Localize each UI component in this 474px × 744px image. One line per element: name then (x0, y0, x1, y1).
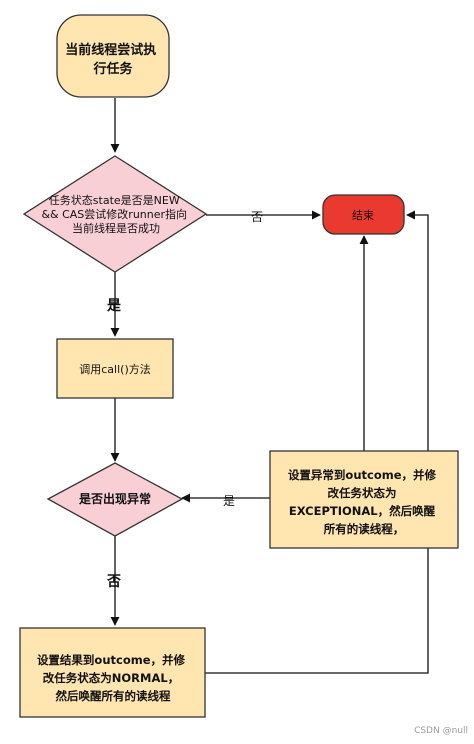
label-exception-no: 否 (106, 574, 121, 590)
label-exception-yes: 是 (223, 494, 235, 508)
start-node (56, 14, 170, 98)
label-state-no: 否 (251, 210, 263, 224)
end-node-text: 结束 (352, 209, 374, 222)
set-result-text: 设置结果到outcome，并修 改任务状态为NORMAL， 然后唤醒所有的读线程 (37, 653, 189, 703)
watermark: CSDN @null (414, 726, 468, 736)
edge-set-result-to-end (205, 210, 429, 674)
set-result-node (19, 627, 206, 718)
start-node-text: 当前线程尝试执 行任务 (65, 42, 161, 77)
set-exception-text: 设置异常到outcome，并修 改任务状态为 EXCEPTIONAL，然后唤醒 … (288, 468, 440, 536)
decision-exception-node (46, 462, 184, 537)
label-state-yes: 是 (107, 298, 122, 314)
call-node-text: 调用call()方法 (79, 362, 150, 376)
call-node (56, 338, 174, 399)
decision-state-text: 任务状态state是否是NEW && CAS尝试修改runner指向 当前线程是… (41, 193, 190, 235)
end-node (322, 194, 405, 235)
decision-state-node (22, 155, 208, 273)
connectors (110, 98, 429, 674)
decision-exception-text: 是否出现异常 (78, 491, 151, 506)
set-exception-node (269, 450, 459, 549)
